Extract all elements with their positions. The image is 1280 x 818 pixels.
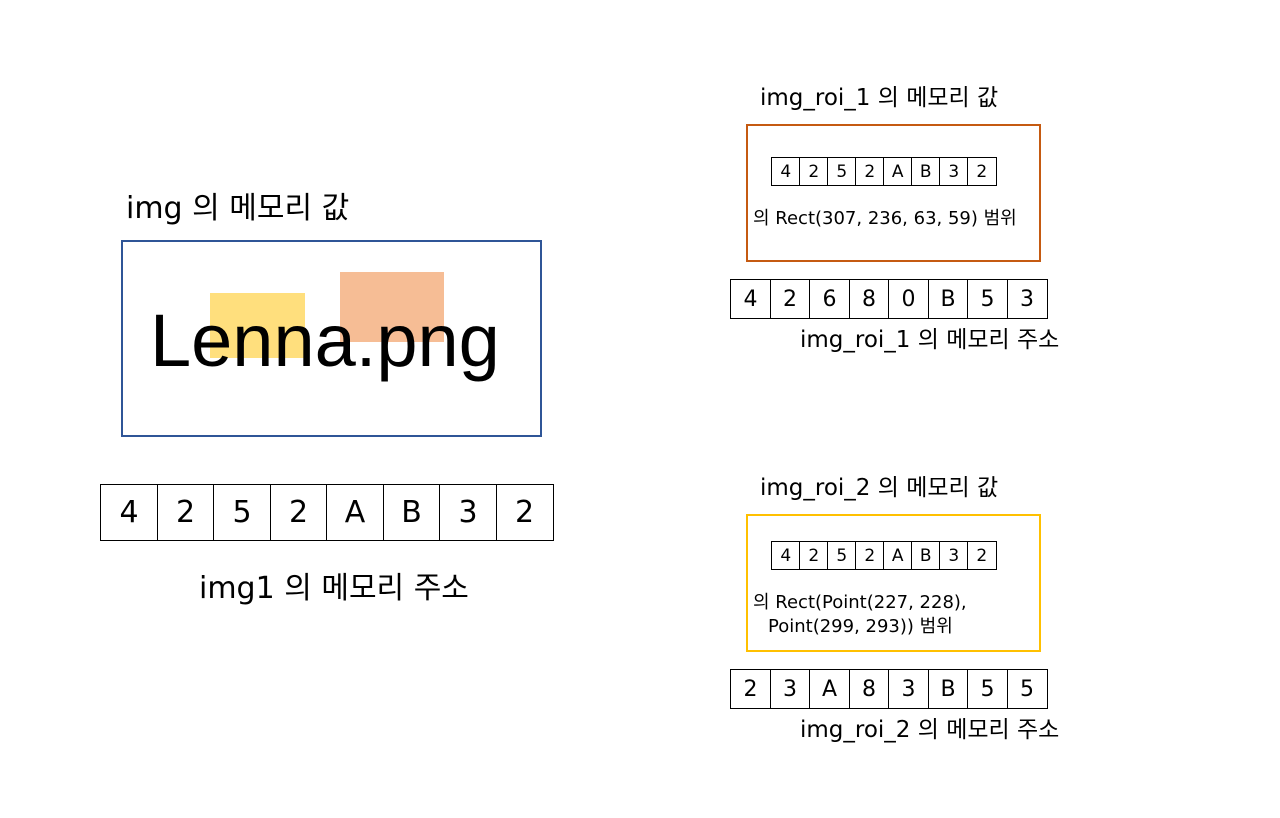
memory-cell: B xyxy=(382,484,441,541)
memory-cell: B xyxy=(927,279,969,319)
roi-2-range-text-line2: Point(299, 293)) 범위 xyxy=(768,616,953,637)
memory-cell: 5 xyxy=(213,484,271,541)
roi-1-highlight xyxy=(340,272,444,342)
memory-cell: 4 xyxy=(771,157,801,186)
memory-cell: A xyxy=(883,541,913,570)
image-filename-label: Lenna.png xyxy=(150,299,500,382)
img1-memory-row: 4 2 5 2 A B 3 2 xyxy=(100,484,554,541)
memory-cell: A xyxy=(883,157,913,186)
memory-cell: 2 xyxy=(799,157,829,186)
memory-cell: 2 xyxy=(495,484,554,541)
roi-2-address-row: 2 3 A 8 3 B 5 5 xyxy=(730,669,1048,709)
memory-cell: 0 xyxy=(888,279,929,319)
roi-2-address-caption: img_roi_2 의 메모리 주소 xyxy=(800,717,1060,743)
memory-cell: 3 xyxy=(439,484,497,541)
roi-2-highlight xyxy=(210,293,305,358)
memory-cell: 3 xyxy=(939,541,969,570)
memory-cell: A xyxy=(809,669,850,709)
memory-cell: A xyxy=(326,484,384,541)
memory-cell: B xyxy=(911,541,941,570)
memory-cell: 4 xyxy=(771,541,801,570)
roi-1-address-row: 4 2 6 8 0 B 5 3 xyxy=(730,279,1048,319)
memory-cell: 5 xyxy=(967,669,1008,709)
memory-cell: 3 xyxy=(1006,279,1048,319)
memory-cell: 2 xyxy=(156,484,215,541)
memory-cell: 8 xyxy=(848,279,890,319)
memory-cell: 4 xyxy=(730,279,771,319)
memory-cell: 3 xyxy=(939,157,969,186)
memory-cell: 3 xyxy=(888,669,929,709)
memory-cell: 2 xyxy=(855,541,885,570)
image-panel: Lenna.png xyxy=(121,240,542,437)
memory-cell: 2 xyxy=(799,541,829,570)
memory-cell: 6 xyxy=(809,279,850,319)
roi-1-range-text: 의 Rect(307, 236, 63, 59) 범위 xyxy=(753,208,1017,229)
roi-1-inner-memory-row: 4 2 5 2 A B 3 2 xyxy=(771,157,997,186)
memory-cell: 2 xyxy=(855,157,885,186)
memory-cell: 8 xyxy=(848,669,890,709)
memory-cell: 5 xyxy=(827,541,857,570)
memory-cell: 4 xyxy=(100,484,158,541)
img1-address-caption: img1 의 메모리 주소 xyxy=(199,571,469,606)
memory-cell: B xyxy=(911,157,941,186)
roi-2-panel: 4 2 5 2 A B 3 2 의 Rect(Point(227, 228), … xyxy=(746,514,1041,652)
memory-cell: 3 xyxy=(769,669,811,709)
memory-cell: 5 xyxy=(1006,669,1048,709)
roi-1-address-caption: img_roi_1 의 메모리 주소 xyxy=(800,327,1060,353)
roi-1-memory-title: img_roi_1 의 메모리 값 xyxy=(760,85,999,111)
roi-2-range-text-line1: 의 Rect(Point(227, 228), xyxy=(753,592,967,613)
memory-cell: 5 xyxy=(827,157,857,186)
memory-cell: 2 xyxy=(967,157,997,186)
roi-2-memory-title: img_roi_2 의 메모리 값 xyxy=(760,475,999,501)
roi-2-inner-memory-row: 4 2 5 2 A B 3 2 xyxy=(771,541,997,570)
memory-cell: 5 xyxy=(967,279,1008,319)
img-memory-title: img 의 메모리 값 xyxy=(126,191,350,226)
memory-cell: 2 xyxy=(269,484,328,541)
memory-cell: B xyxy=(927,669,969,709)
roi-1-panel: 4 2 5 2 A B 3 2 의 Rect(307, 236, 63, 59)… xyxy=(746,124,1041,262)
memory-cell: 2 xyxy=(730,669,771,709)
memory-cell: 2 xyxy=(967,541,997,570)
memory-cell: 2 xyxy=(769,279,811,319)
